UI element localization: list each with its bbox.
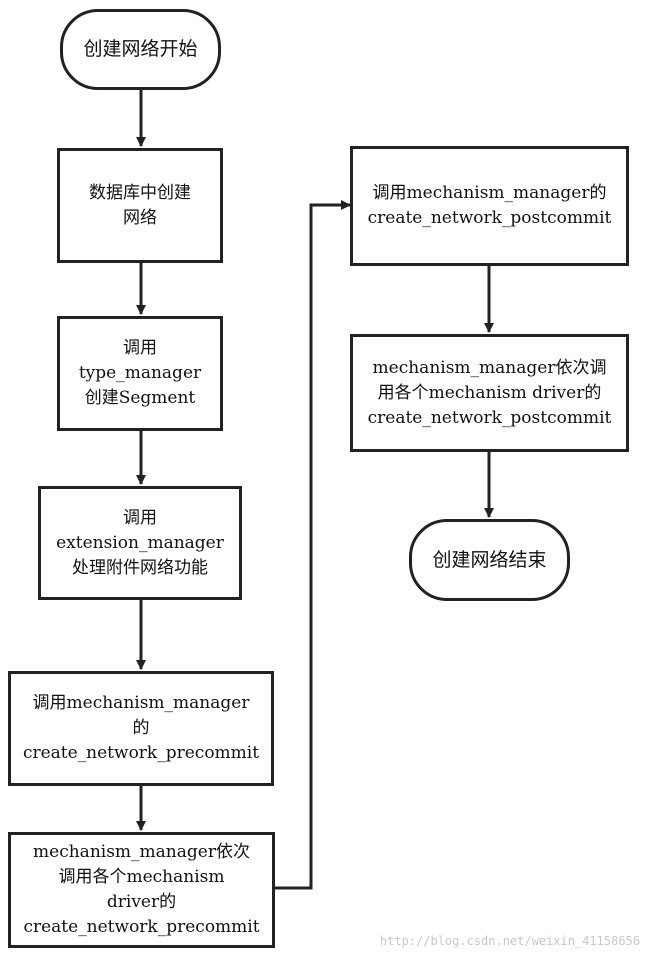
- type-manager-segment-step: 调用 type_manager 创建Segment: [57, 316, 223, 431]
- mechanism-manager-postcommit-step: 调用mechanism_manager的 create_network_postc…: [350, 146, 629, 266]
- node-text-line: create_network_precommit: [22, 743, 260, 763]
- node-text-line: 调用: [123, 507, 157, 528]
- mechanism-driver-precommit-step: mechanism_manager依次调用各个mechanism driver的 c…: [8, 832, 275, 948]
- node-text-line: create_network_postcommit: [367, 208, 612, 228]
- node-text-line: driver的: [106, 892, 177, 912]
- create-network-in-database-step: 数据库中创建网络: [57, 148, 223, 263]
- extension-manager-step: 调用 extension_manager 处理附件网络功能: [38, 486, 242, 600]
- node-text-line: 用各个mechanism driver的: [377, 382, 602, 403]
- node-text-line: 调用mechanism_manager: [32, 693, 250, 713]
- node-text-line: create_network_precommit: [23, 917, 260, 937]
- arrow-driver-pre-to-mech-post: [275, 200, 351, 890]
- mechanism-driver-postcommit-step: mechanism_manager依次调用各个mechanism driver的…: [350, 334, 629, 452]
- node-text-line: mechanism_manager依次调: [372, 357, 607, 378]
- node-text-line: 创建网络开始: [83, 38, 198, 60]
- node-text-line: create_network_postcommit: [367, 407, 612, 428]
- mechanism-manager-precommit-step: 调用mechanism_manager 的 create_network_preco…: [8, 671, 274, 786]
- node-text-line: 处理附件网络功能: [72, 557, 208, 578]
- node-text-line: mechanism_manager依次: [33, 842, 250, 862]
- end-terminal: 创建网络结束: [409, 519, 570, 601]
- node-text-line: 调用各个mechanism: [58, 867, 225, 887]
- node-text-line: extension_manager: [56, 532, 224, 553]
- node-text-line: type_manager: [78, 363, 202, 383]
- node-text-line: 数据库中创建: [89, 182, 191, 203]
- node-text-line: 创建Segment: [84, 388, 196, 408]
- node-text-line: 调用mechanism_manager的: [372, 183, 607, 203]
- node-text-line: 调用: [123, 338, 157, 358]
- node-text-line: 网络: [123, 207, 157, 228]
- start-terminal: 创建网络开始: [60, 9, 221, 90]
- node-text-line: 创建网络结束: [432, 548, 547, 571]
- node-text-line: 的: [132, 718, 150, 738]
- watermark-url: http://blog.csdn.net/weixin_41158656: [379, 934, 640, 948]
